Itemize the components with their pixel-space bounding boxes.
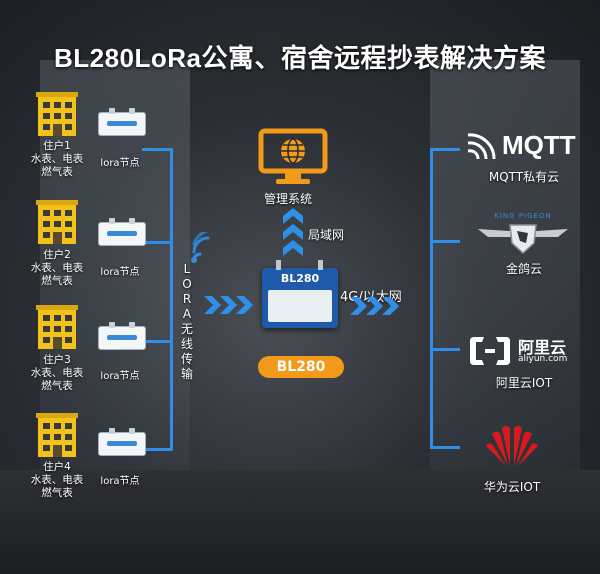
mqtt-logo-text: MQTT	[502, 130, 576, 160]
resident-2-label: 住户2 水表、电表 燃气表	[17, 249, 97, 288]
lora-char: O	[182, 277, 192, 291]
lora-char: R	[182, 292, 192, 306]
resident-meters: 水表、电表	[30, 474, 84, 486]
resident-meters-gas: 燃气表	[41, 166, 73, 178]
resident-meters-gas: 燃气表	[41, 487, 73, 499]
lora-node-label-1: lora节点	[100, 158, 140, 169]
resident-name: 住户1	[43, 140, 71, 152]
cloud-link-3	[430, 348, 460, 351]
chevron-up-arrows-icon	[283, 208, 303, 256]
huawei-logo-icon	[486, 426, 538, 466]
lora-char: 线	[180, 337, 193, 351]
lora-char: 输	[180, 367, 193, 381]
building-icon	[36, 92, 78, 136]
lan-label: 局域网	[308, 228, 345, 242]
device-front-panel	[268, 290, 332, 322]
background-floor	[0, 470, 600, 574]
resident-meters: 水表、电表	[30, 367, 84, 379]
aliyun-logo-sub: aliyun.com	[518, 354, 568, 364]
aliyun-logo-text: 阿里云	[518, 338, 567, 357]
mqtt-cloud-label: MQTT私有云	[488, 170, 560, 184]
lora-node-device-2	[98, 218, 146, 246]
background-window-right	[430, 60, 580, 480]
resident-4-label: 住户4 水表、电表 燃气表	[17, 461, 97, 500]
cloud-link-1	[430, 148, 460, 151]
antenna-icon	[276, 260, 281, 270]
resident-meters: 水表、电表	[30, 262, 84, 274]
chevron-right-arrows-icon	[350, 297, 399, 315]
lora-node-device-4	[98, 428, 146, 456]
huawei-cloud-label: 华为云IOT	[483, 480, 541, 494]
page-title: BL280LoRa公寓、宿舍远程抄表解决方案	[53, 43, 547, 73]
node-link-4	[142, 448, 172, 451]
mqtt-logo-icon: MQTT	[466, 130, 586, 162]
resident-1-label: 住户1 水表、电表 燃气表	[17, 140, 97, 179]
bus-line-vertical	[170, 148, 173, 450]
resident-name: 住户4	[43, 461, 71, 473]
lora-node-label-3: lora节点	[100, 371, 140, 382]
monitor-globe-icon	[258, 128, 328, 184]
king-pigeon-logo-icon: KING PIGEON	[468, 212, 578, 256]
gateway-name-badge: BL280	[258, 356, 344, 378]
wireless-signal-icon	[191, 232, 210, 263]
lora-node-device-3	[98, 322, 146, 350]
node-link-3	[142, 340, 172, 343]
building-icon	[36, 305, 78, 349]
management-system-label: 管理系统	[264, 192, 313, 206]
resident-name: 住户2	[43, 249, 71, 261]
aliyun-cloud-label: 阿里云IOT	[495, 376, 553, 390]
cloud-link-4	[430, 446, 460, 449]
king-pigeon-cloud-label: 金鸽云	[505, 262, 542, 276]
resident-3-label: 住户3 水表、电表 燃气表	[17, 354, 97, 393]
aliyun-logo-icon: 阿里云 aliyun.com	[470, 334, 580, 368]
lora-char: L	[183, 262, 191, 276]
device-brand-label: BL280	[280, 272, 320, 285]
building-icon	[36, 413, 78, 457]
lora-char: A	[182, 307, 192, 321]
bl280-gateway-device: BL280	[262, 260, 338, 328]
lora-char: 无	[180, 322, 193, 336]
king-pigeon-logo-text: KING PIGEON	[494, 212, 552, 220]
lora-node-device-1	[98, 108, 146, 136]
resident-name: 住户3	[43, 354, 71, 366]
lora-link-label: L O R A 无 线 传 输	[180, 262, 194, 382]
cloud-link-2	[430, 240, 460, 243]
chevron-right-arrows-icon	[204, 296, 253, 314]
building-icon	[36, 200, 78, 244]
resident-meters-gas: 燃气表	[41, 380, 73, 392]
resident-meters: 水表、电表	[30, 153, 84, 165]
antenna-icon	[318, 260, 323, 270]
lora-node-label-4: lora节点	[100, 476, 140, 487]
node-link-1	[142, 148, 172, 151]
cloud-bus-line	[430, 148, 433, 448]
resident-meters-gas: 燃气表	[41, 275, 73, 287]
lora-char: 传	[180, 352, 193, 366]
lora-node-label-2: lora节点	[100, 267, 140, 278]
node-link-2	[142, 241, 172, 244]
